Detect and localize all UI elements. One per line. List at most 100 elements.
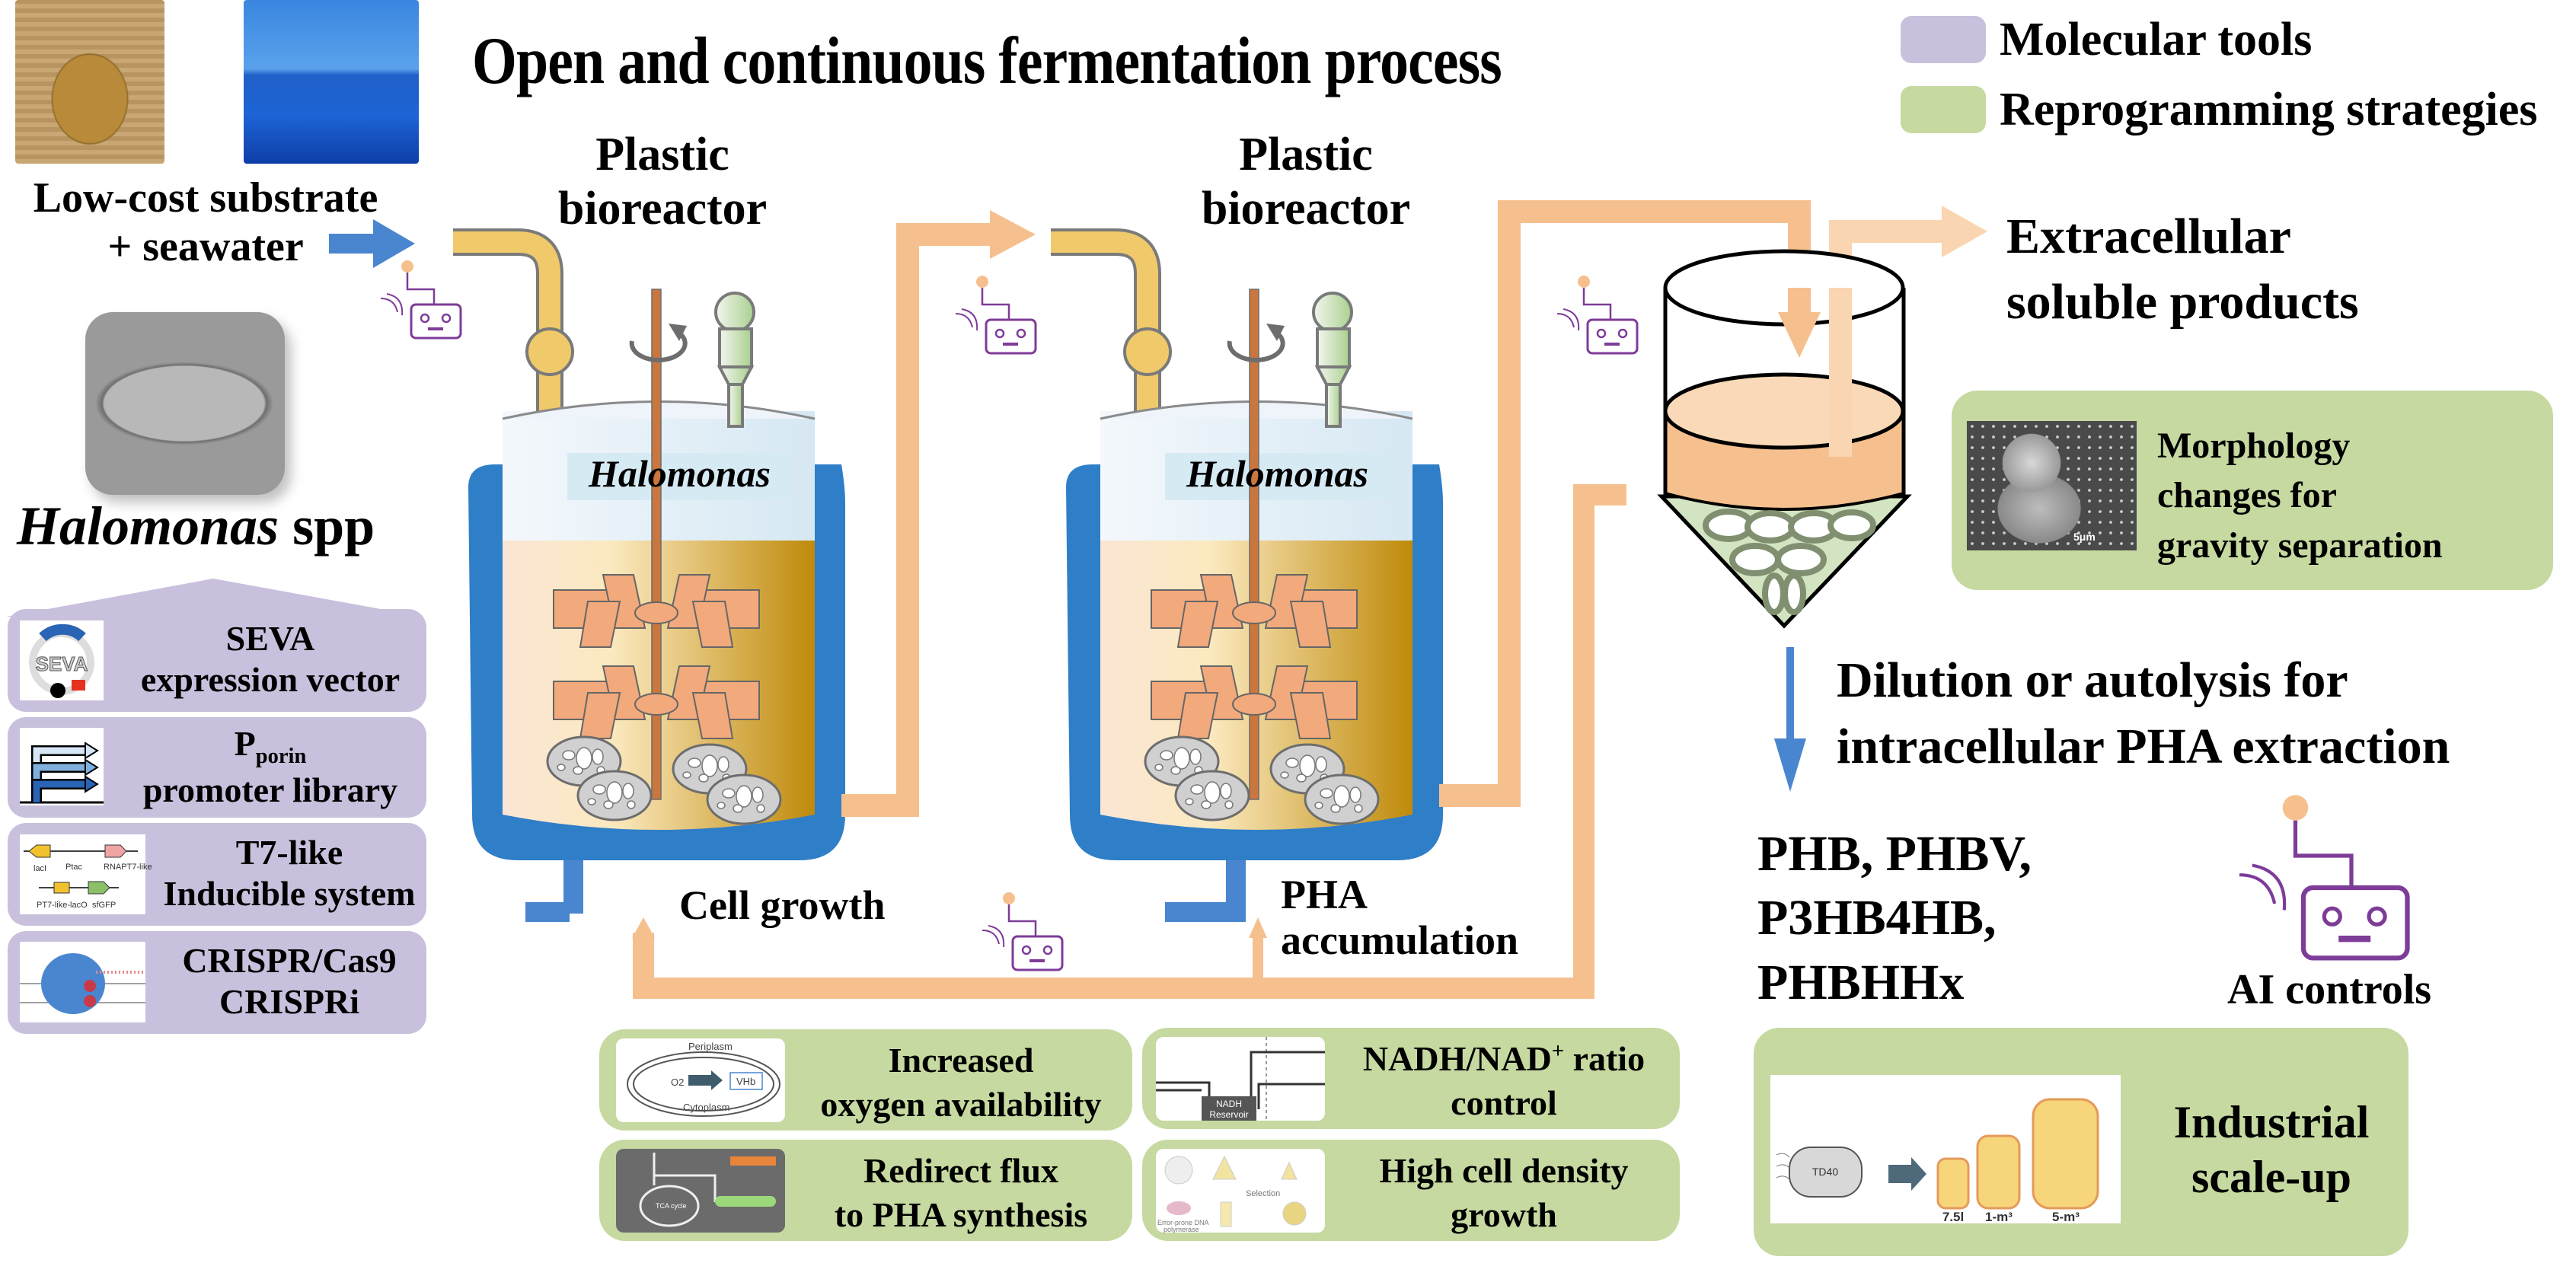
substrate-label-line1: Low-cost substrate (33, 174, 378, 222)
morphology-sem-image: 5μm (1967, 421, 2137, 550)
organism-label: Halomonas spp (17, 495, 375, 558)
impeller-blade (1289, 601, 1332, 648)
robot-icon (380, 260, 462, 340)
reactor2-cells (1144, 735, 1380, 825)
straw-bale-image (15, 0, 164, 164)
flux-pathway-thumb: TCA cycle (616, 1149, 785, 1233)
ai-controls-label: AI controls (2227, 966, 2432, 1013)
impeller-blade (1176, 601, 1219, 648)
robot-icon (2239, 795, 2410, 961)
bioreactor-2 (1066, 289, 1443, 860)
svg-text:NADH: NADH (1216, 1099, 1242, 1109)
cas9-icon (20, 942, 145, 1022)
svg-text:Periplasm: Periplasm (688, 1041, 733, 1052)
substrate-label: Low-cost substrate + seawater (8, 174, 404, 272)
legend: Molecular tools Reprogramming strategies (1901, 6, 2538, 146)
reactor2-impellers (1151, 574, 1358, 739)
volume-label: 1-m³ (1985, 1210, 2013, 1224)
product-item: PHB, PHBV, (1757, 826, 2032, 882)
strain-label: TD40 (1812, 1166, 1838, 1178)
recycle-pipe (632, 484, 1626, 999)
reactor2-feed-pipe (1051, 228, 1172, 464)
robot-icon (982, 892, 1064, 971)
svg-text:PT7-like-lacO: PT7-like-lacO (37, 901, 88, 910)
nadh-reservoir-thumb: NADH Reservoir (1156, 1037, 1325, 1121)
volume-label: 5-m³ (2052, 1210, 2080, 1224)
impeller-blade (691, 692, 734, 739)
reactor1-cells (546, 735, 782, 825)
impeller-blade (1289, 692, 1332, 739)
impeller-hub (1232, 601, 1276, 624)
feed-arrow (329, 219, 415, 268)
tools-panel-roof (6, 579, 423, 617)
svg-text:sfGFP: sfGFP (92, 901, 116, 910)
evolution-cycle-thumb: Selection Error-prone DNA polymerase (1156, 1149, 1325, 1233)
seva-plasmid-icon: SEVA (20, 620, 104, 700)
promoter-arrows-icon (20, 728, 104, 805)
legend-label: Reprogramming strategies (2000, 83, 2538, 136)
reactor1-feed-pipe (453, 228, 574, 464)
product-item: PHBHHx (1757, 954, 1965, 1010)
legend-label: Molecular tools (2000, 13, 2313, 65)
volume-label: 7.5l (1942, 1210, 1964, 1224)
reprog-nadh-label: NADH/NAD+ ratio control (1362, 1039, 1646, 1122)
robot-icon (955, 276, 1037, 355)
page-title: Open and continuous fermentation process (472, 24, 1502, 98)
phb-cell (706, 773, 782, 825)
impeller-blade (1176, 692, 1219, 739)
tool-promoter-label: Pporin promoter library (142, 724, 398, 809)
oxygen-thumb: Periplasm O2 VHb Cytoplasm (616, 1038, 785, 1122)
tool-t7: lacI Ptac RNAPT7-like PT7-like-lacO sfGF… (8, 823, 426, 926)
legend-swatch-purple (1901, 16, 1986, 63)
robot-icon (1556, 276, 1639, 355)
svg-text:lacI: lacI (34, 864, 46, 873)
svg-text:Ptac: Ptac (65, 863, 83, 872)
phb-cell (1174, 770, 1250, 821)
svg-text:Reservoir: Reservoir (1209, 1109, 1248, 1120)
transfer-pipe-1-2 (841, 210, 1036, 817)
legend-item-molecular-tools: Molecular tools (1901, 6, 2538, 73)
product-item: P3HB4HB, (1757, 890, 1997, 946)
svg-text:RNAPT7-like: RNAPT7-like (104, 863, 152, 872)
substrate-label-line2: + seawater (107, 223, 304, 271)
organism-suffix: spp (279, 496, 375, 557)
svg-text:SEVA: SEVA (36, 652, 88, 675)
settling-tank (1657, 249, 1912, 629)
svg-text:VHb: VHb (736, 1076, 755, 1087)
svg-text:Cytoplasm: Cytoplasm (683, 1102, 729, 1113)
reprog-density: Selection Error-prone DNA polymerase Hig… (1142, 1140, 1680, 1241)
impeller-hub (1232, 693, 1276, 716)
impeller-hub (634, 693, 678, 716)
bioreactor-1 (468, 289, 845, 860)
impeller-blade (579, 601, 621, 648)
reprog-nadh: NADH Reservoir NADH/NAD+ ratio control (1142, 1028, 1680, 1129)
tool-promoter: Pporin promoter library (8, 717, 426, 818)
impeller-blade (579, 692, 621, 739)
scaleup-image: TD40 7.5l 1-m³ 5-m³ (1770, 1075, 2121, 1224)
reactor1-organism-label: Halomonas (589, 452, 771, 495)
impeller-hub (634, 601, 678, 624)
organism-genus: Halomonas (17, 496, 279, 557)
phb-cell (1304, 773, 1380, 825)
svg-text:O2: O2 (671, 1076, 684, 1088)
